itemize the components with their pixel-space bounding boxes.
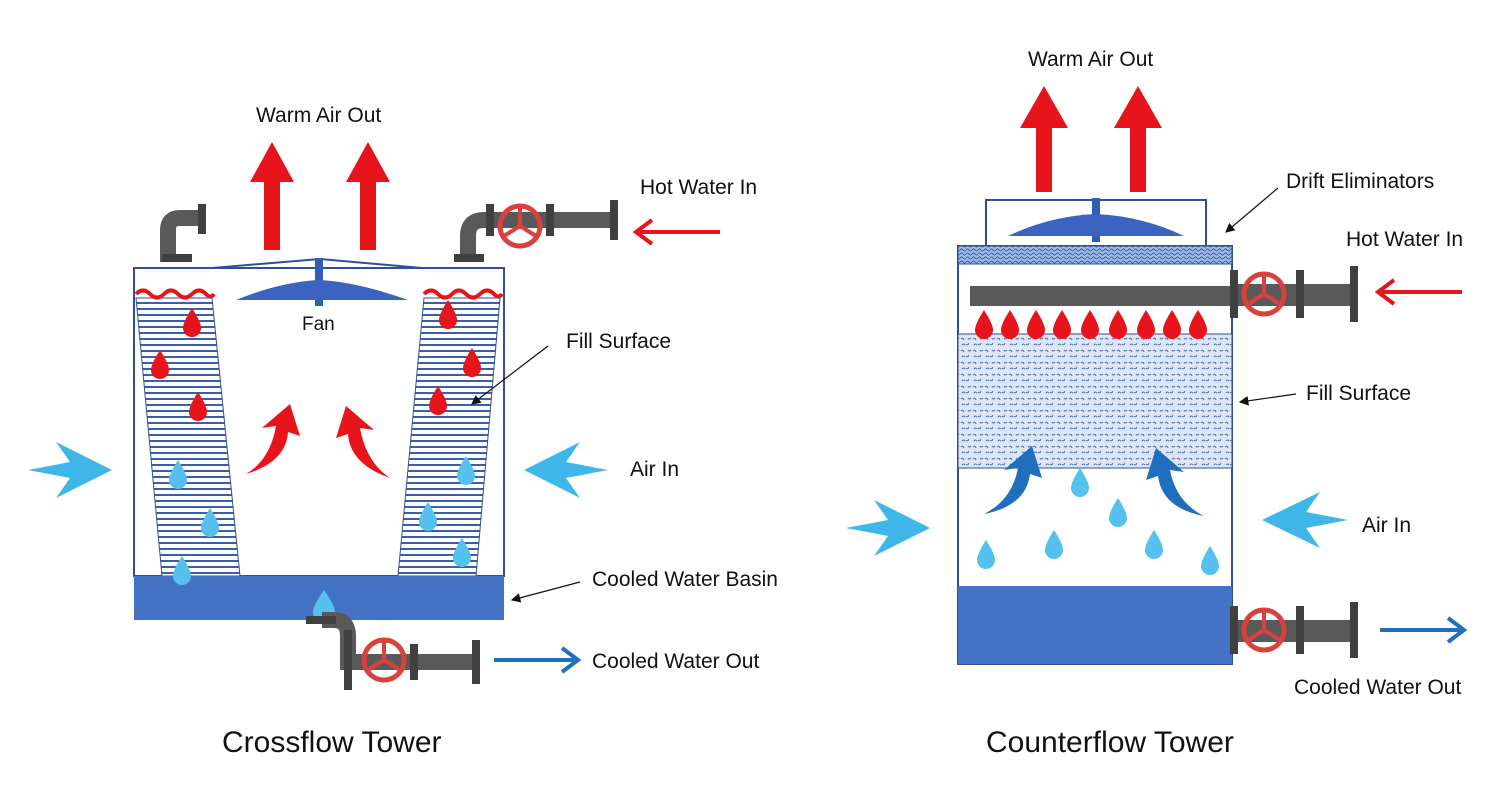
pipe-icon bbox=[1230, 266, 1358, 322]
hot-water-in-arrow-icon bbox=[1374, 278, 1462, 306]
warm-air-arrow-icon bbox=[246, 404, 390, 478]
pipe-icon bbox=[160, 200, 618, 262]
basin-leader bbox=[510, 581, 581, 603]
fan-icon bbox=[1008, 198, 1184, 242]
valve-wheel-icon bbox=[1241, 607, 1287, 653]
pipe-icon bbox=[1230, 602, 1358, 658]
air-flow-arrow-icon bbox=[984, 446, 1204, 516]
crossflow-hot-water-left bbox=[134, 288, 216, 300]
drift-eliminators bbox=[957, 245, 1233, 265]
counterflow-tower: Warm Air Out Drift Eliminators Hot Water… bbox=[846, 48, 1468, 759]
crossflow-tower-title: Crossflow Tower bbox=[222, 726, 442, 759]
crossflow-hot-water-in-label: Hot Water In bbox=[640, 176, 757, 199]
counterflow-tower-title: Counterflow Tower bbox=[986, 726, 1234, 759]
crossflow-hot-water-right bbox=[422, 288, 504, 300]
drift-eliminators-leader bbox=[1225, 187, 1279, 233]
pipe-icon bbox=[306, 612, 480, 690]
counterflow-spray-header bbox=[970, 286, 1232, 306]
valve-wheel-icon bbox=[361, 637, 407, 683]
crossflow-cooled-water-out-label: Cooled Water Out bbox=[592, 650, 759, 673]
fill-surface-leader bbox=[471, 345, 549, 405]
hot-water-in-arrow-icon bbox=[632, 218, 720, 246]
hot-water-drop-icon bbox=[151, 300, 481, 421]
drift-eliminators-label: Drift Eliminators bbox=[1286, 170, 1434, 193]
counterflow-fill-surface-label: Fill Surface bbox=[1306, 382, 1411, 405]
cooled-water-out-arrow-icon bbox=[1380, 616, 1468, 644]
fan-label: Fan bbox=[302, 314, 335, 335]
fan-icon bbox=[236, 258, 408, 306]
counterflow-warm-air-out-label: Warm Air Out bbox=[1028, 48, 1153, 71]
warm-air-arrow-icon bbox=[1020, 86, 1162, 192]
cooled-water-basin-label: Cooled Water Basin bbox=[592, 568, 778, 591]
counterflow-basin bbox=[958, 586, 1232, 664]
crossflow-air-in-label: Air In bbox=[630, 458, 679, 481]
hot-water-drop-icon bbox=[975, 310, 1207, 339]
valve-wheel-icon bbox=[497, 203, 543, 249]
counterflow-cooled-water-out-label: Cooled Water Out bbox=[1294, 676, 1461, 699]
cool-water-drop-icon bbox=[169, 456, 475, 623]
crossflow-fill-surface-label: Fill Surface bbox=[566, 330, 671, 353]
cool-water-drop-icon bbox=[977, 468, 1219, 575]
crossflow-tower: Warm Air Out Hot Water In Fan Fill Surfa… bbox=[28, 104, 778, 759]
counterflow-hot-water-in-label: Hot Water In bbox=[1346, 228, 1463, 251]
valve-wheel-icon bbox=[1241, 271, 1287, 317]
counterflow-fill-surface-leader bbox=[1238, 393, 1297, 406]
counterflow-air-in-label: Air In bbox=[1362, 514, 1411, 537]
crossflow-warm-air-out-label: Warm Air Out bbox=[256, 104, 381, 127]
air-in-arrow-icon bbox=[28, 442, 608, 498]
air-in-arrow-icon bbox=[846, 492, 1348, 556]
warm-air-arrow-icon bbox=[250, 142, 390, 250]
counterflow-fill-surface bbox=[957, 333, 1233, 469]
cooled-water-out-arrow-icon bbox=[494, 646, 582, 674]
